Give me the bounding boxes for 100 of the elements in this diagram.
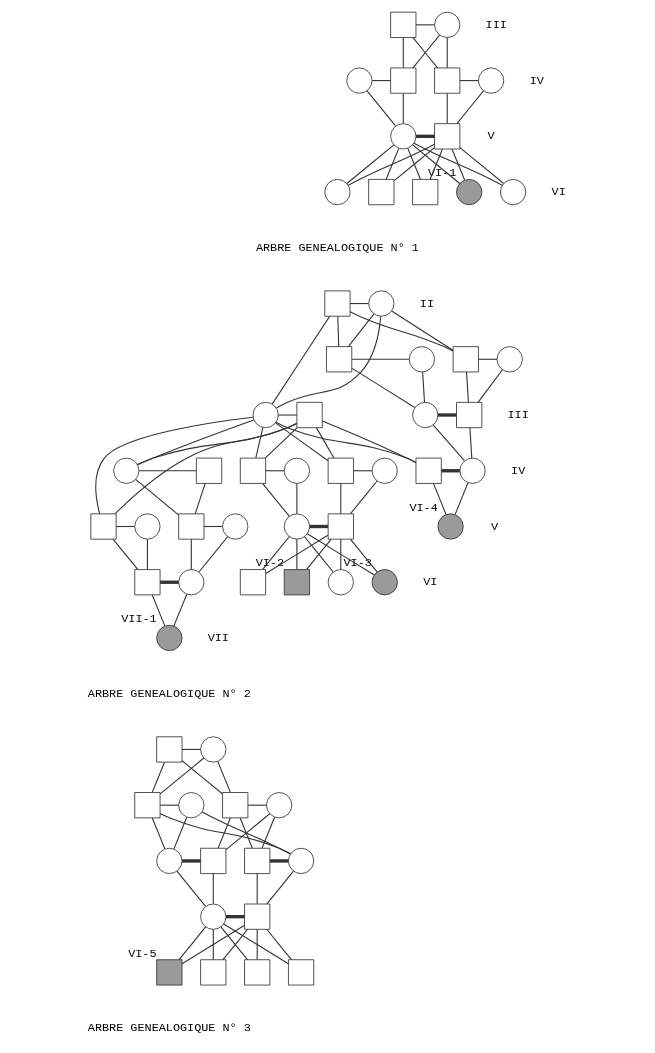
connector [347, 143, 436, 186]
node-box [239, 457, 267, 484]
node-circle [200, 736, 227, 763]
node-circle [288, 847, 315, 874]
node-circle [346, 67, 373, 94]
connector [340, 538, 342, 570]
connector [256, 928, 258, 961]
node-box [222, 792, 249, 819]
connector [315, 427, 335, 459]
label: VI [551, 185, 566, 200]
connector [173, 816, 188, 850]
label: II [419, 296, 435, 311]
connector [261, 816, 276, 849]
connector [176, 870, 206, 907]
connector [262, 483, 290, 517]
connector [451, 148, 466, 181]
connector [266, 870, 294, 905]
node-box [415, 457, 442, 484]
connector [415, 24, 436, 26]
connector [349, 311, 454, 352]
connector [256, 873, 258, 905]
connector [178, 926, 207, 961]
label: ARBRE GENEALOGIQUE N° 1 [255, 240, 419, 255]
node-box [134, 792, 161, 819]
connector [385, 147, 400, 180]
connector [138, 470, 197, 472]
node-circle [390, 123, 417, 150]
connector [151, 817, 166, 850]
node-circle [500, 179, 527, 206]
connector [469, 427, 473, 459]
connector [416, 134, 435, 138]
node-box [390, 67, 417, 94]
node-box [134, 569, 161, 596]
connector [115, 525, 136, 528]
connector [347, 313, 375, 348]
connector [173, 593, 188, 627]
node-box [452, 346, 479, 373]
connector [203, 525, 224, 528]
connector [146, 538, 148, 570]
label: IV [511, 463, 526, 478]
connector [454, 482, 469, 515]
connector [352, 470, 373, 472]
connector [201, 811, 291, 855]
label: V [487, 129, 495, 144]
label: IV [529, 73, 544, 88]
connector [366, 90, 396, 127]
node-box [327, 457, 354, 484]
connector [264, 427, 298, 459]
connector [459, 80, 479, 82]
node-circle [434, 11, 461, 38]
connector [371, 80, 392, 82]
node-label: VI-5 [128, 946, 157, 961]
node-box [156, 959, 183, 986]
node-circle [283, 457, 310, 484]
connector [413, 142, 503, 186]
node-box [195, 457, 223, 484]
connector [346, 144, 395, 185]
node-box [244, 847, 271, 874]
node-circle [178, 792, 205, 819]
connector [137, 419, 255, 466]
node-box [244, 959, 271, 986]
connector [477, 358, 498, 360]
node-circle [266, 792, 293, 819]
connector [340, 483, 342, 515]
connector [225, 914, 245, 919]
label: V [490, 519, 499, 534]
connector [277, 414, 298, 416]
connector [309, 524, 329, 529]
connector [151, 594, 166, 627]
node-circle [200, 903, 227, 930]
connector [306, 533, 375, 576]
connector [247, 804, 268, 806]
node-circle [478, 67, 505, 94]
connector [181, 748, 202, 750]
connector [275, 421, 417, 463]
node-circle [412, 401, 439, 429]
node-box [434, 123, 461, 150]
connector [255, 427, 264, 459]
connector [112, 538, 139, 570]
connector [446, 37, 448, 69]
connector [459, 147, 504, 184]
connector [269, 859, 289, 863]
connector [181, 924, 245, 965]
label: III [485, 17, 507, 32]
connector [160, 580, 179, 584]
connector [114, 422, 298, 515]
connector [223, 923, 289, 965]
label: ARBRE GENEALOGIQUE N° 2 [87, 686, 251, 701]
connector [194, 483, 206, 515]
node-circle [327, 569, 354, 596]
node-circle [156, 847, 183, 874]
node-box [239, 569, 267, 596]
connector [275, 422, 329, 462]
connector [95, 416, 254, 515]
node-circle [156, 624, 183, 652]
node-box [244, 903, 271, 930]
node-box [90, 513, 117, 540]
connector [217, 760, 231, 793]
node-box [456, 401, 483, 429]
connector [181, 760, 223, 795]
